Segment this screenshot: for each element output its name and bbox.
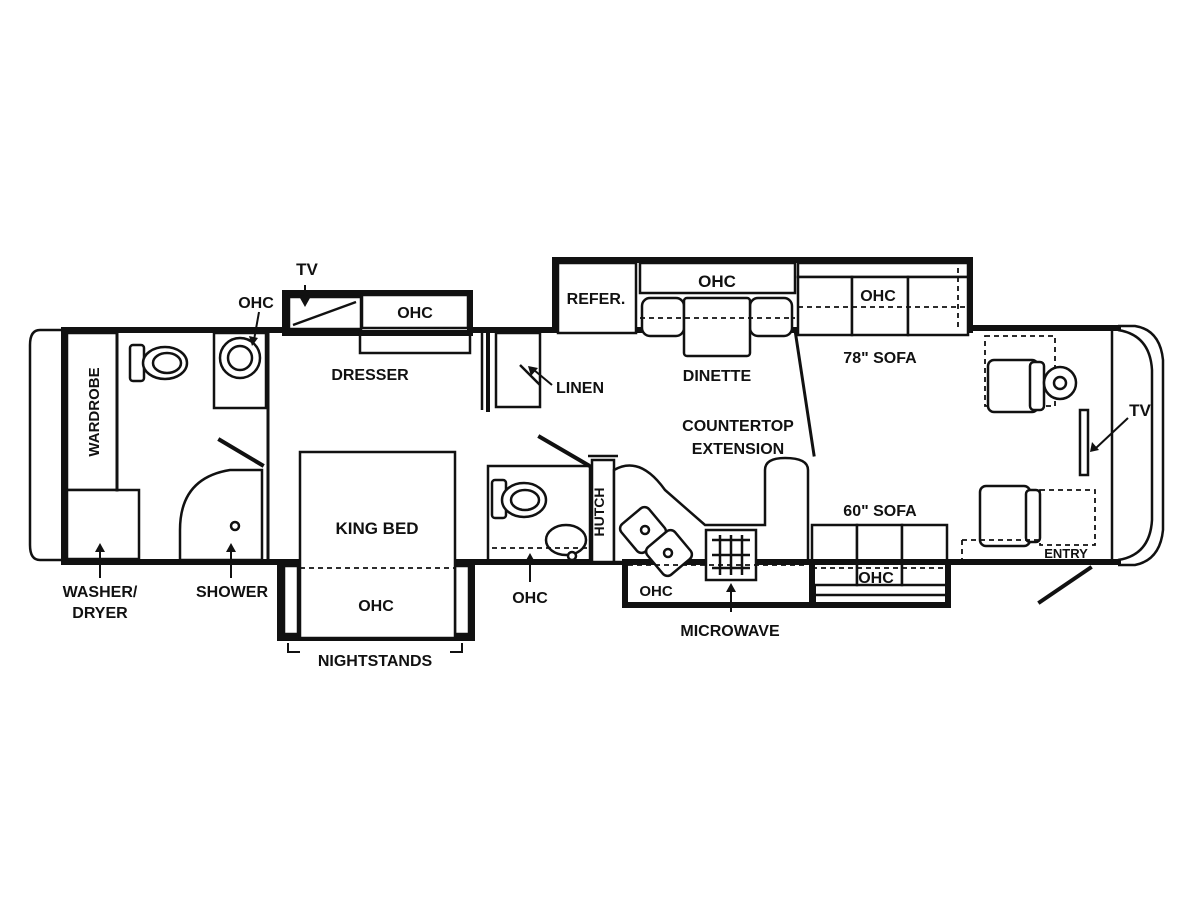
sofa60-seat-1 [810, 523, 859, 587]
kitchen-ohc [638, 261, 797, 295]
plan-labels: TV OHC OHC DRESSER WARDROBE WASHER/ DRYE… [63, 260, 1152, 670]
dinette-table [682, 296, 752, 358]
label-ohc-bath: OHC [238, 295, 274, 312]
label-countertop-1: COUNTERTOP [682, 418, 794, 435]
label-washer-dryer-2: DRYER [72, 605, 128, 622]
mid-bath [486, 331, 618, 564]
label-dresser: DRESSER [331, 367, 409, 384]
steering-wheel [1042, 365, 1078, 401]
label-ohc-sofa78: OHC [860, 288, 896, 305]
label-wardrobe: WARDROBE [86, 367, 103, 456]
label-tv-front: TV [1129, 401, 1151, 420]
mid-sink [544, 523, 588, 557]
label-king-bed: KING BED [335, 519, 418, 538]
wardrobe [65, 331, 119, 492]
kitchen-galley [612, 456, 816, 608]
windshield [1117, 328, 1154, 562]
dinette-wall [793, 328, 816, 457]
label-nightstands: NIGHTSTANDS [318, 653, 433, 670]
dinette-bench-left [640, 296, 686, 338]
front-tv [1078, 408, 1090, 477]
wardrobe-area [65, 331, 141, 561]
label-sofa78: 78" SOFA [843, 350, 917, 367]
half-bath [486, 464, 592, 564]
nightstand-right [453, 564, 471, 636]
front-cap [1118, 324, 1165, 567]
label-ohc-bed: OHC [358, 598, 394, 615]
sofa78-seat-3 [906, 275, 970, 337]
slide-sofa-bottom [809, 523, 951, 608]
dresser-top [358, 331, 472, 355]
label-ohc-dresser: OHC [397, 305, 433, 322]
shower-drain [229, 520, 241, 532]
label-tv-bedroom: TV [296, 260, 318, 279]
sofa60-box [809, 559, 951, 608]
dinette-bench-right [748, 296, 794, 338]
slide-sofa-top [796, 261, 970, 337]
label-ohc-kitchen-top: OHC [698, 272, 736, 291]
label-refer: REFER. [567, 291, 626, 308]
label-entry: ENTRY [1044, 546, 1088, 561]
label-linen: LINEN [556, 380, 604, 397]
sofa78-seat-1 [796, 275, 854, 337]
sofa78-seat-2 [850, 275, 910, 337]
label-ohc-halfbath: OHC [512, 590, 548, 607]
slide-kitchen-top [552, 257, 973, 457]
refrigerator [556, 261, 638, 335]
label-washer-dryer-1: WASHER/ [63, 584, 138, 601]
mid-bath-door [537, 434, 591, 468]
label-countertop-2: EXTENSION [692, 441, 784, 458]
label-arrows [95, 285, 1129, 653]
label-dinette: DINETTE [683, 368, 752, 385]
entry-door [1037, 565, 1093, 605]
shower-stall [178, 468, 264, 562]
entry-step [1039, 489, 1096, 546]
driver-seat [978, 484, 1032, 548]
nightstand-left [282, 564, 300, 636]
washer-dryer [65, 488, 141, 561]
label-ohc-sink: OHC [639, 583, 673, 600]
label-sofa60: 60" SOFA [843, 503, 917, 520]
sofa60-seat-3 [900, 523, 949, 587]
label-microwave: MICROWAVE [680, 623, 780, 640]
label-hutch: HUTCH [591, 488, 607, 537]
slide-bedroom-top [282, 290, 473, 355]
label-shower: SHOWER [196, 584, 268, 601]
dresser-ohc [360, 293, 470, 330]
label-ohc-sofa60: OHC [858, 570, 894, 587]
rear-bath [128, 331, 270, 562]
bedroom [298, 331, 490, 640]
sofa78-back [796, 261, 970, 279]
bath-sink [218, 336, 262, 380]
cockpit [961, 335, 1096, 605]
rear-cap [28, 328, 64, 562]
king-bed [298, 450, 457, 640]
shower-door [217, 437, 265, 468]
